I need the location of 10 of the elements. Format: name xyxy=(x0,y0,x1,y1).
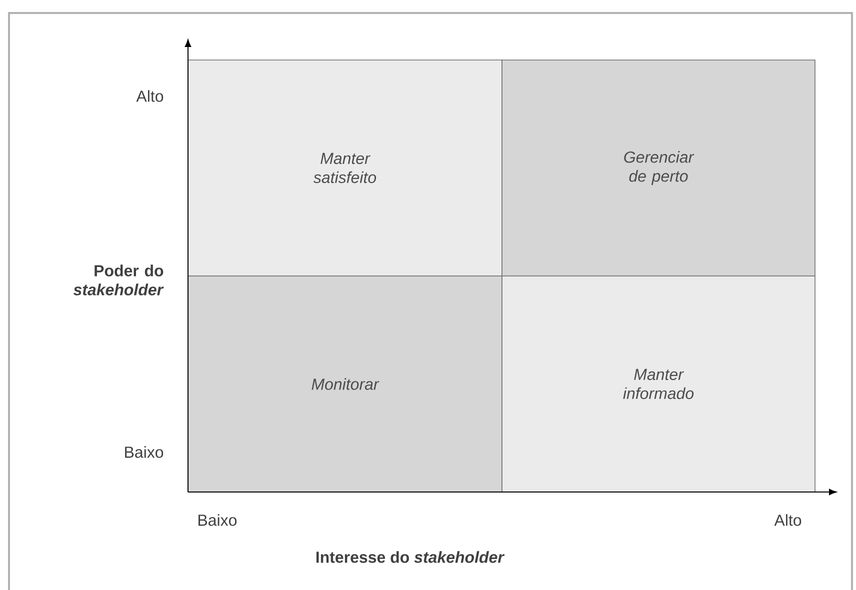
axis-title: Interesse do stakeholder xyxy=(316,551,505,563)
quadrant-box: Manter satisfeito xyxy=(188,60,502,276)
axis-title: Poder do stakeholder xyxy=(73,264,164,296)
axis-label: Baixo xyxy=(198,514,237,526)
quadrant-box: Gerenciar de perto xyxy=(502,60,816,276)
axis-label: Alto xyxy=(774,514,802,526)
quadrant-box: Manter informado xyxy=(502,276,816,492)
quadrant-box: Monitorar xyxy=(188,276,502,492)
axis-label: Baixo xyxy=(125,446,164,458)
axis-label: Alto xyxy=(136,90,164,102)
